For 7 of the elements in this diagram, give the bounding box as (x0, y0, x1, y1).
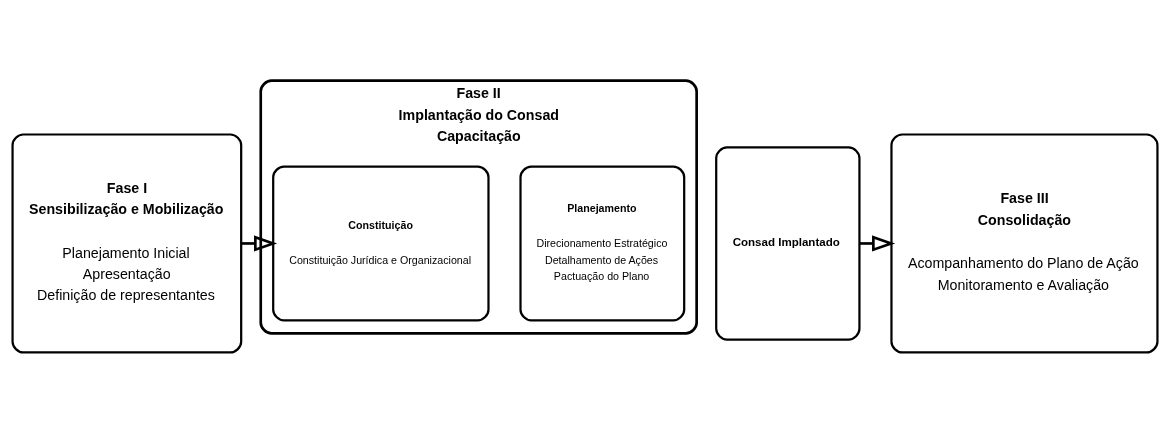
arrow (241, 234, 278, 252)
node-box: Fase III Consolidação Acompanhamento do Plano de Ação Monitoramento e Avaliação (890, 132, 1159, 354)
node-box: Constituição Constituição Jurídica e Organizacional (272, 164, 490, 322)
node-box: Consad Implantado (715, 145, 861, 341)
arrow (859, 234, 896, 252)
node-box: Fase I Sensibilização e Mobilização Planejamento Inicial Apresentação Definição de representantes (11, 132, 243, 354)
node-box: Planejamento Direcionamento Estratégico Detalhamento de Ações Pactuação do Plano (519, 164, 686, 322)
